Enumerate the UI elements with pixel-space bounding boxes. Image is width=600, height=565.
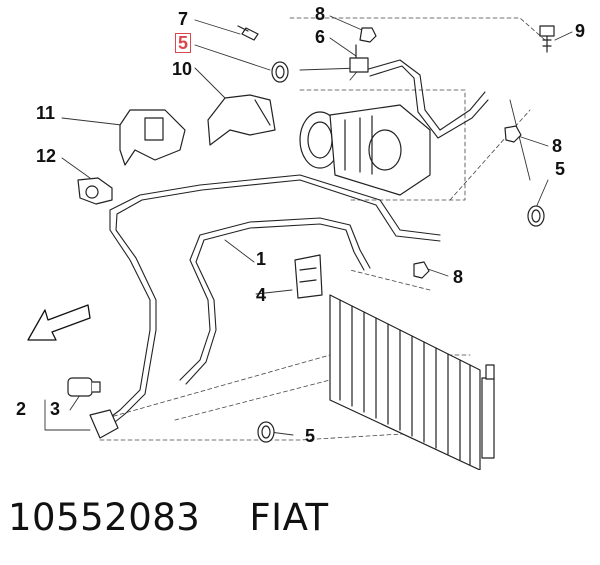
callout-7: 7 — [178, 9, 189, 29]
part-12-clip — [77, 177, 113, 205]
part-8-mid-nut — [504, 125, 522, 143]
orientation-arrow-icon — [27, 304, 91, 341]
callout-10: 10 — [172, 59, 193, 79]
refrigerant-lines — [99, 59, 489, 431]
part-2-fitting — [89, 409, 119, 439]
part-8-low-nut — [413, 261, 430, 279]
part-9-bolt — [539, 25, 555, 53]
callout-11: 11 — [36, 103, 56, 123]
part-number-caption: 10552083 FIAT — [8, 496, 329, 539]
compressor — [299, 104, 431, 196]
callout-1: 1 — [256, 249, 267, 269]
callout-9: 9 — [575, 21, 586, 41]
callout-6: 6 — [315, 27, 326, 47]
callout-5-right: 5 — [555, 159, 566, 179]
callout-3: 3 — [50, 399, 61, 419]
callout-5-highlighted: 5 — [175, 33, 192, 53]
callout-8-mid: 8 — [552, 136, 563, 156]
callout-8-low: 8 — [453, 267, 464, 287]
part-5-bottom-seal — [257, 421, 275, 443]
callout-12: 12 — [36, 146, 57, 166]
part-6-fitting — [349, 44, 369, 73]
part-7-bolt — [237, 25, 259, 41]
part-4-sensor — [294, 254, 323, 299]
part-8-top-nut — [359, 27, 377, 43]
part-10-bracket — [207, 94, 276, 146]
part-3-valve — [67, 377, 101, 397]
callout-2: 2 — [16, 399, 27, 419]
callout-8-top: 8 — [315, 4, 326, 24]
part-5-top-seal — [271, 61, 289, 83]
parts-diagram — [27, 15, 573, 470]
condenser — [329, 294, 495, 470]
callout-4: 4 — [256, 285, 267, 305]
part-11-valve — [119, 109, 186, 166]
callout-5-bottom: 5 — [305, 426, 316, 446]
part-5-right-seal — [527, 205, 545, 227]
